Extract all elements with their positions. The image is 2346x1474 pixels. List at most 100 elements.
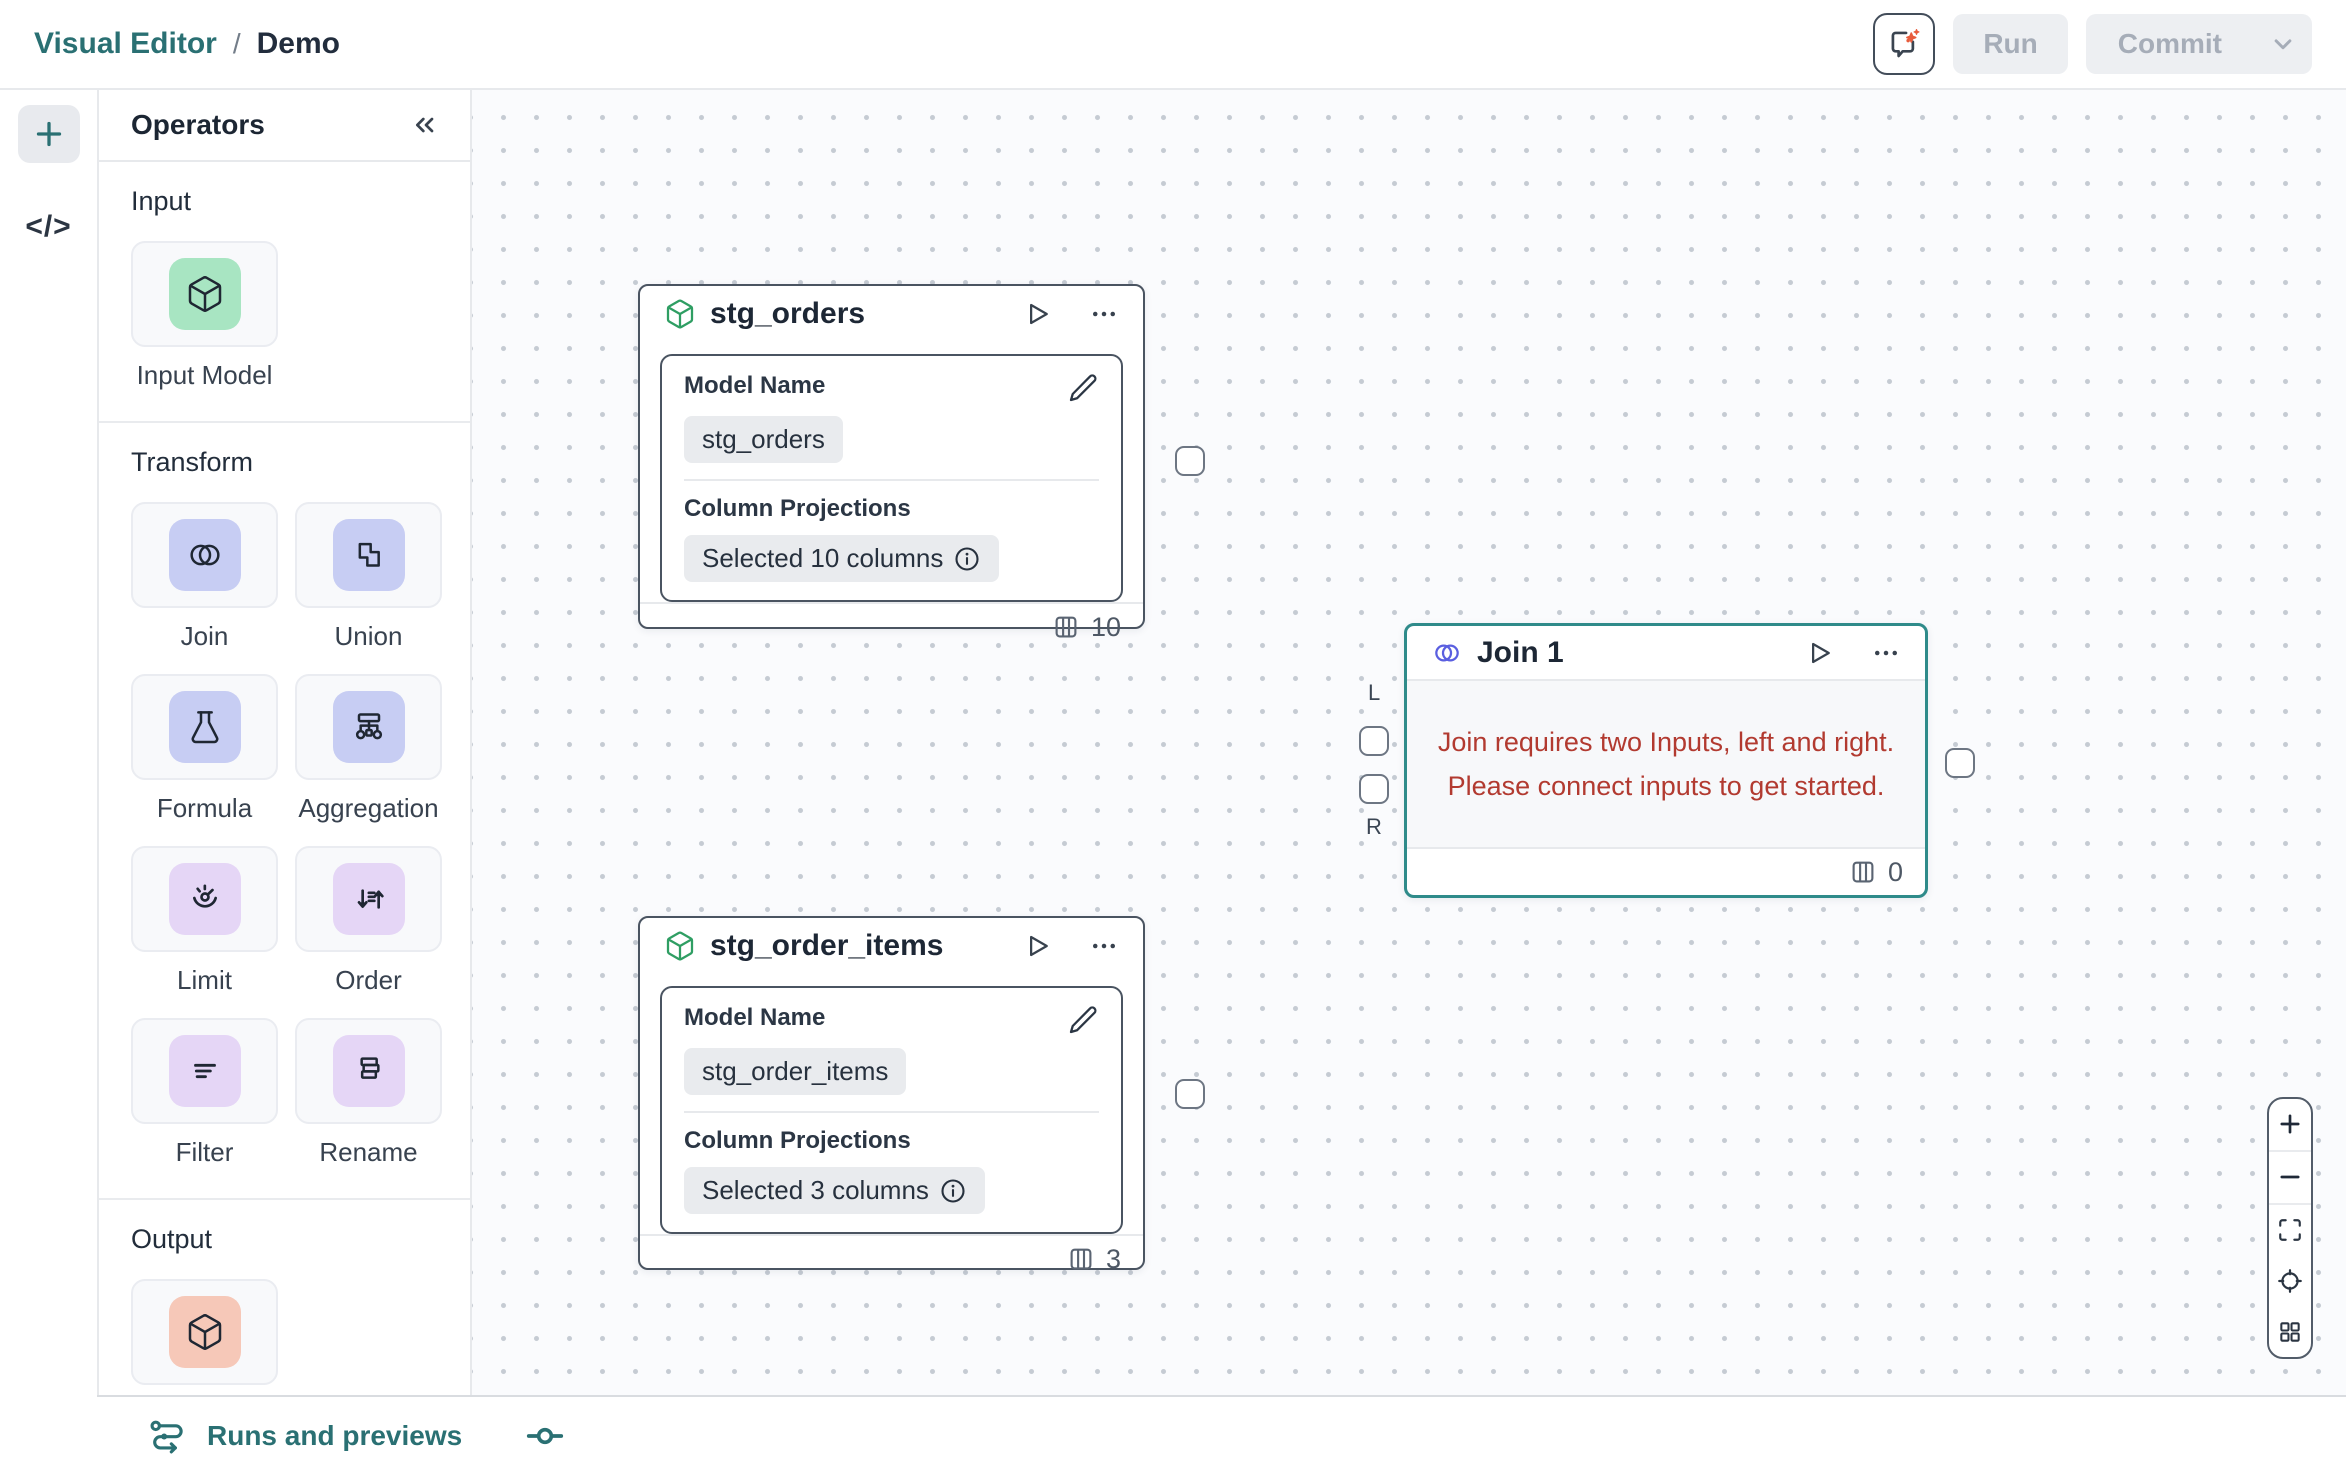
operator-order[interactable]: Order [295, 846, 442, 996]
node-title: Join 1 [1477, 635, 1564, 669]
column-projections-label: Column Projections [684, 1127, 911, 1154]
operator-label: Input Model [136, 360, 273, 390]
code-view-button[interactable]: </> [19, 209, 77, 245]
operator-union[interactable]: Union [295, 502, 442, 652]
join-icon [1431, 637, 1463, 669]
column-count: 0 [1887, 856, 1903, 887]
node-join-1[interactable]: Join 1 Join requires two Inputs, left an… [1404, 623, 1928, 898]
chevron-down-icon [2268, 29, 2298, 59]
operator-formula[interactable]: Formula [131, 674, 278, 824]
top-bar: Visual Editor / Demo Run Commit [0, 0, 2346, 90]
ai-assistant-button[interactable] [1873, 13, 1936, 75]
left-rail: </> [0, 90, 97, 1474]
edit-button[interactable] [1067, 372, 1099, 404]
ellipsis-icon [1089, 299, 1119, 329]
breadcrumb-section[interactable]: Visual Editor [34, 27, 217, 60]
node-stg-order-items[interactable]: stg_order_items Model Name [638, 916, 1145, 1274]
join-error-message: Join requires two Inputs, left and right… [1407, 679, 1925, 849]
operator-join[interactable]: Join [131, 502, 278, 652]
operators-panel: Operators Input Inp [97, 90, 472, 1395]
runs-and-previews-label: Runs and previews [207, 1419, 463, 1451]
rename-icon [349, 1051, 389, 1091]
output-section-label: Output [131, 1224, 213, 1254]
node-menu-button[interactable] [1871, 638, 1901, 668]
operator-filter[interactable]: Filter [131, 1018, 278, 1168]
right-port-label: R [1366, 814, 1382, 839]
fit-view-button[interactable] [2269, 1205, 2311, 1256]
collapse-panel-button[interactable] [408, 109, 440, 141]
operator-rename[interactable]: Rename [295, 1018, 442, 1168]
operator-limit[interactable]: Limit [131, 846, 278, 996]
node-footer: 0 [1407, 849, 1925, 895]
canvas-controls [2267, 1097, 2313, 1359]
operator-label: Join [180, 621, 229, 651]
target-icon [2276, 1267, 2304, 1295]
operator-label: Filter [175, 1137, 234, 1167]
operator-aggregation[interactable]: Aggregation [295, 674, 442, 824]
transform-section-label: Transform [131, 447, 254, 477]
error-line-1: Join requires two Inputs, left and right… [1437, 727, 1895, 757]
node-menu-button[interactable] [1089, 299, 1119, 329]
columns-icon [1848, 857, 1878, 887]
play-icon [1023, 299, 1053, 329]
join-right-input-port[interactable] [1359, 774, 1389, 804]
filter-icon [185, 1051, 225, 1091]
minus-icon [2276, 1163, 2304, 1191]
node-menu-button[interactable] [1089, 931, 1119, 961]
zoom-in-button[interactable] [2269, 1099, 2311, 1152]
node-stg-orders[interactable]: stg_orders Model Name [638, 284, 1145, 642]
node-config-card: Model Name stg_order_items Column Projec… [660, 986, 1123, 1234]
output-port-join-1[interactable] [1945, 748, 1975, 778]
run-button[interactable]: Run [1953, 14, 2068, 74]
node-title: stg_orders [710, 297, 866, 330]
node-run-button[interactable] [1805, 638, 1835, 668]
pencil-icon [1067, 372, 1099, 404]
chat-sparkle-icon [1885, 25, 1923, 63]
operators-panel-header: Operators [99, 90, 470, 162]
operator-label: Rename [319, 1137, 418, 1167]
column-count: 10 [1090, 611, 1121, 642]
operator-label: Aggregation [298, 793, 439, 823]
top-bar-actions: Run Commit [1873, 13, 2312, 75]
zoom-out-button[interactable] [2269, 1152, 2311, 1205]
commit-button[interactable]: Commit [2086, 14, 2254, 74]
panel-resize-handle[interactable] [522, 1413, 568, 1459]
node-header: stg_orders [640, 286, 1143, 342]
input-section-label: Input [131, 186, 192, 216]
model-name-label: Model Name [684, 1004, 826, 1031]
output-port-stg-orders[interactable] [1175, 446, 1205, 476]
error-line-2: Please connect inputs to get started. [1447, 771, 1885, 801]
output-port-stg-order-items[interactable] [1175, 1079, 1205, 1109]
ellipsis-icon [1871, 638, 1901, 668]
runs-and-previews-bar[interactable]: Runs and previews [97, 1395, 2346, 1474]
cube-icon [185, 1312, 225, 1352]
operator-input-model[interactable]: Input Model [131, 241, 278, 391]
node-config-card: Model Name stg_orders Column Projections… [660, 354, 1123, 602]
model-name-chip: stg_order_items [684, 1048, 907, 1095]
projections-chip[interactable]: Selected 10 columns [684, 535, 1000, 582]
flow-canvas[interactable]: stg_orders Model Name [472, 90, 2346, 1395]
locate-button[interactable] [2269, 1255, 2311, 1306]
node-run-button[interactable] [1023, 299, 1053, 329]
output-section: Output [99, 1198, 470, 1395]
cube-icon [664, 930, 696, 962]
node-title: stg_order_items [710, 929, 944, 962]
maximize-icon [2277, 1217, 2303, 1243]
info-icon [939, 1177, 967, 1205]
operator-label: Formula [156, 793, 253, 823]
node-run-button[interactable] [1023, 931, 1053, 961]
join-icon [185, 535, 225, 575]
operator-output-model[interactable] [131, 1279, 278, 1385]
mini-map-button[interactable] [2269, 1306, 2311, 1357]
join-left-input-port[interactable] [1359, 726, 1389, 756]
commit-dropdown-button[interactable] [2254, 14, 2312, 74]
ellipsis-icon [1089, 931, 1119, 961]
union-icon [349, 535, 389, 575]
add-button[interactable] [17, 105, 80, 163]
projections-chip[interactable]: Selected 3 columns [684, 1167, 985, 1214]
node-header: Join 1 [1407, 626, 1925, 679]
edit-button[interactable] [1067, 1004, 1099, 1036]
flask-icon [185, 707, 225, 747]
operator-label: Union [334, 621, 403, 651]
